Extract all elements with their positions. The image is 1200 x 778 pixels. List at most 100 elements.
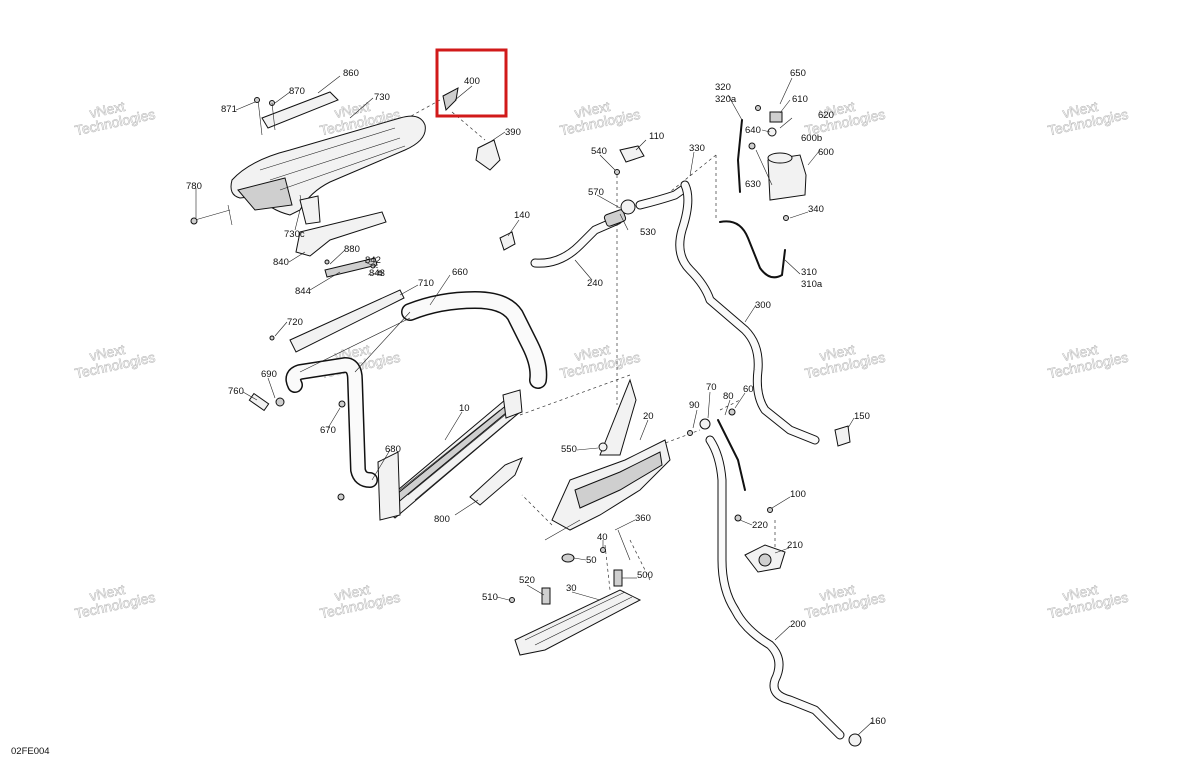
callout-200: 200 bbox=[790, 619, 806, 630]
washer-640 bbox=[767, 127, 777, 137]
callout-80: 80 bbox=[723, 391, 734, 402]
callout-labels: 400 390 860 870 871 730 780 730c 840 880… bbox=[186, 68, 886, 727]
watermark: vNext Technologies bbox=[558, 98, 642, 139]
callout-630: 630 bbox=[745, 179, 761, 190]
screw-100 bbox=[767, 507, 773, 513]
callout-360: 360 bbox=[635, 513, 651, 524]
watermark: vNext Technologies bbox=[73, 341, 157, 382]
callout-842: 842 bbox=[365, 255, 381, 266]
callout-500: 500 bbox=[637, 570, 653, 581]
clamp-70 bbox=[699, 418, 711, 430]
hose-300 bbox=[675, 180, 851, 447]
reservoir-600 bbox=[748, 105, 807, 221]
callout-871: 871 bbox=[221, 104, 237, 115]
watermark: vNext Technologies bbox=[803, 341, 887, 382]
screw-340 bbox=[783, 215, 789, 221]
svg-text:vNext: vNext bbox=[1061, 98, 1099, 121]
callout-620: 620 bbox=[818, 110, 834, 121]
callout-843: 843 bbox=[369, 268, 385, 279]
svg-text:vNext: vNext bbox=[333, 581, 371, 604]
radiator-10 bbox=[377, 389, 523, 521]
callout-670: 670 bbox=[320, 425, 336, 436]
clip-690 bbox=[275, 397, 285, 407]
svg-text:vNext: vNext bbox=[573, 98, 611, 121]
screw-540 bbox=[614, 169, 620, 175]
callout-730: 730 bbox=[374, 92, 390, 103]
callout-70: 70 bbox=[706, 382, 717, 393]
callout-600: 600 bbox=[818, 147, 834, 158]
watermark: vNext Technologies bbox=[318, 581, 402, 622]
diagram-code: 02FE004 bbox=[11, 746, 50, 757]
callout-240: 240 bbox=[587, 278, 603, 289]
callout-710: 710 bbox=[418, 278, 434, 289]
pin-760 bbox=[248, 392, 270, 412]
housing-20 bbox=[544, 378, 671, 563]
hose-200 bbox=[705, 435, 862, 747]
svg-text:vNext: vNext bbox=[88, 581, 126, 604]
screw-510 bbox=[509, 597, 515, 603]
callout-50: 50 bbox=[586, 555, 597, 566]
svg-text:vNext: vNext bbox=[1061, 341, 1099, 364]
washer-50 bbox=[561, 553, 575, 563]
callout-60: 60 bbox=[743, 384, 754, 395]
skid-plate-30 bbox=[509, 569, 642, 656]
cap-610 bbox=[769, 111, 783, 123]
callout-870: 870 bbox=[289, 86, 305, 97]
watermark: vNext Technologies bbox=[1046, 98, 1130, 139]
svg-text:vNext: vNext bbox=[818, 98, 856, 121]
callout-330: 330 bbox=[689, 143, 705, 154]
callout-30: 30 bbox=[566, 583, 577, 594]
spring-520 bbox=[541, 587, 551, 605]
callout-20: 20 bbox=[643, 411, 654, 422]
callout-90: 90 bbox=[689, 400, 700, 411]
watermark: vNext Technologies bbox=[73, 581, 157, 622]
screw-650 bbox=[755, 105, 761, 111]
screw-720 bbox=[269, 335, 275, 341]
watermark: vNext Technologies bbox=[1046, 581, 1130, 622]
fittings bbox=[687, 408, 773, 522]
tube-310 bbox=[719, 119, 786, 279]
svg-text:vNext: vNext bbox=[88, 341, 126, 364]
screw-220 bbox=[734, 514, 742, 522]
callout-880: 880 bbox=[344, 244, 360, 255]
screw-871 bbox=[254, 97, 260, 103]
clamp-150 bbox=[834, 425, 851, 447]
watermark: vNext Technologies bbox=[1046, 341, 1130, 382]
callout-320: 320 bbox=[715, 82, 731, 93]
fitting-90 bbox=[687, 430, 693, 436]
svg-text:vNext: vNext bbox=[818, 341, 856, 364]
panel-800 bbox=[469, 457, 523, 506]
callout-530: 530 bbox=[640, 227, 656, 238]
callout-550: 550 bbox=[561, 444, 577, 455]
callout-510: 510 bbox=[482, 592, 498, 603]
callout-40: 40 bbox=[597, 532, 608, 543]
knob-390 bbox=[475, 139, 501, 171]
callout-540: 540 bbox=[591, 146, 607, 157]
upper-hoses bbox=[499, 145, 690, 268]
screw-40 bbox=[600, 547, 606, 553]
frame-bar-660 bbox=[248, 291, 548, 501]
callout-300: 300 bbox=[755, 300, 771, 311]
callout-570: 570 bbox=[588, 187, 604, 198]
callout-210: 210 bbox=[787, 540, 803, 551]
svg-text:vNext: vNext bbox=[1061, 581, 1099, 604]
callout-400: 400 bbox=[464, 76, 480, 87]
svg-text:vNext: vNext bbox=[88, 98, 126, 121]
callout-780: 780 bbox=[186, 181, 202, 192]
callout-220: 220 bbox=[752, 520, 768, 531]
watermark: vNext Technologies bbox=[73, 98, 157, 139]
callout-844: 844 bbox=[295, 286, 311, 297]
clamp-570 bbox=[620, 199, 636, 215]
watermark: vNext Technologies bbox=[558, 341, 642, 382]
callout-520: 520 bbox=[519, 575, 535, 586]
grommet-630 bbox=[748, 142, 756, 150]
callout-150: 150 bbox=[854, 411, 870, 422]
callout-730c: 730c bbox=[284, 229, 305, 240]
guard-210 bbox=[744, 544, 786, 573]
callout-100: 100 bbox=[790, 489, 806, 500]
highlight-box-400 bbox=[435, 48, 508, 118]
callout-720: 720 bbox=[287, 317, 303, 328]
callout-640: 640 bbox=[745, 125, 761, 136]
callout-600b: 600b bbox=[801, 133, 822, 144]
